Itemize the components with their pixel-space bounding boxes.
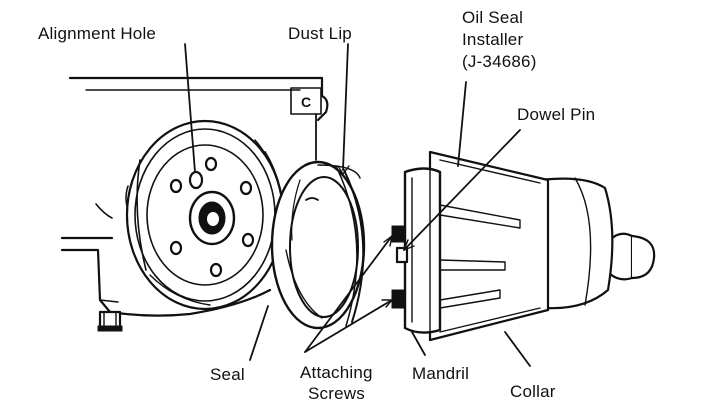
label-attaching-screws-2: Screws [308,384,365,403]
crank-face [125,119,286,311]
label-oil-seal-installer-1: Oil Seal [462,8,524,27]
label-collar: Collar [510,382,556,401]
label-oil-seal-installer-2: Installer [462,30,524,49]
label-dust-lip: Dust Lip [288,24,352,43]
oil-seal-installer-tool [391,150,656,342]
leader-seal [249,305,269,361]
leader-screw-lower [304,299,393,353]
engine-block [60,76,329,317]
label-oil-seal-installer-3: (J-34686) [462,52,537,71]
alignment-hole [188,170,204,190]
leader-collar [504,331,531,367]
label-mandril: Mandril [412,364,470,383]
dowel-pin [395,246,409,264]
leader-screw-upper [304,235,393,353]
leader-dowel-pin [403,129,521,251]
label-alignment-hole: Alignment Hole [38,24,157,43]
label-attaching-screws-1: Attaching [300,363,373,382]
corner-mark-box [290,87,322,115]
leader-lines [184,43,531,367]
leader-mandril [411,331,426,356]
leader-oil-seal-installer [457,81,467,167]
label-seal: Seal [210,365,245,384]
screw-upper [391,225,405,243]
seal-ring [270,160,366,330]
leader-alignment-hole [184,43,196,173]
leader-dust-lip [342,43,349,171]
label-dowel-pin: Dowel Pin [517,105,596,124]
screw-lower [391,289,405,309]
bolt-icon [97,310,123,332]
corner-mark-letter: C [301,94,311,110]
